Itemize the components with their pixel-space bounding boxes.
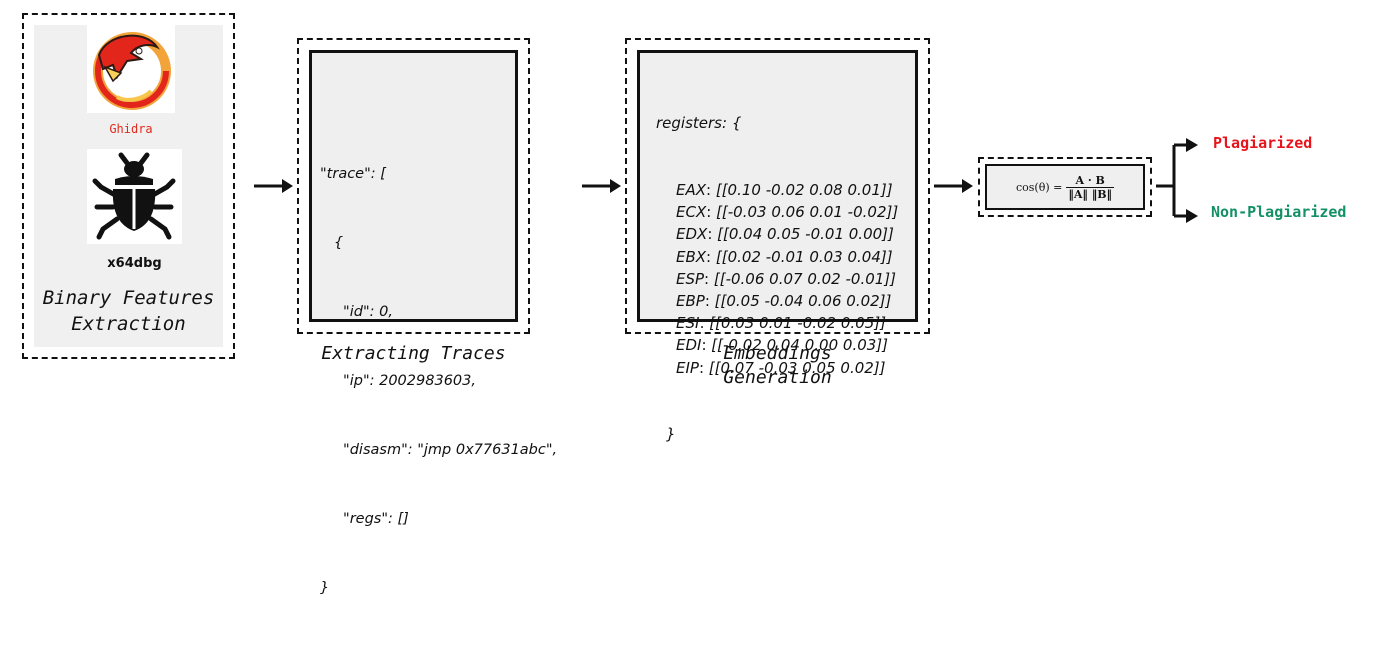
arrow-icon <box>254 179 293 193</box>
x64dbg-logo <box>87 149 182 244</box>
arrow-icon <box>582 179 621 193</box>
formula-numerator: A · B <box>1075 173 1105 187</box>
code-line: { <box>320 235 344 251</box>
cosine-formula-box: cos(θ) = A · B ‖A‖ ‖B‖ <box>985 164 1145 210</box>
x64dbg-label: x64dbg <box>107 256 162 271</box>
register-name: EBX <box>676 247 707 266</box>
caption-line-1: Binary Features <box>42 287 215 309</box>
code-line: "id": 0, <box>320 304 393 320</box>
cosine-formula: cos(θ) = A · B ‖A‖ ‖B‖ <box>987 166 1143 208</box>
registers-footer: } <box>666 425 676 444</box>
register-name: EBP <box>676 292 705 311</box>
code-line: "ip": 2002983603, <box>320 373 476 389</box>
embeddings-caption: Embeddings Generation <box>625 342 930 390</box>
register-name: EDX <box>676 225 708 244</box>
trace-code: "trace": [ { "id": 0, "ip": 2002983603, … <box>320 117 557 646</box>
caption-line-2: Generation <box>723 367 832 388</box>
code-line: "trace": [ <box>320 166 386 182</box>
register-name: ECX <box>676 203 707 222</box>
binary-features-panel: Ghidra x64dbg Binary Features Extraction <box>22 13 235 359</box>
traces-panel: "trace": [ { "id": 0, "ip": 2002983603, … <box>297 38 557 596</box>
register-name: ESP <box>676 269 705 288</box>
binary-features-caption: Binary Features Extraction <box>24 285 233 337</box>
fraction-bar <box>1066 186 1115 188</box>
register-row: EIP: [[0.07 -0.03 0.05 0.02]] <box>656 357 898 379</box>
plagiarized-label: Plagiarized <box>1213 134 1313 152</box>
register-separator: : <box>704 292 715 311</box>
register-name: EDI <box>676 336 702 355</box>
register-separator: : <box>701 336 712 355</box>
arrow-icon <box>934 179 973 193</box>
caption-line-2: Extraction <box>71 313 186 335</box>
register-value: [[0.03 0.01 -0.02 0.05]] <box>709 314 886 333</box>
cosine-similarity-panel: cos(θ) = A · B ‖A‖ ‖B‖ <box>978 157 1152 217</box>
register-name: ESI <box>676 314 700 333</box>
register-row: EDX: [[0.04 0.05 -0.01 0.00]] <box>656 223 898 245</box>
register-list: EAX: [[0.10 -0.02 0.08 0.01]]ECX: [[-0.0… <box>656 179 898 379</box>
register-name: EIP <box>676 358 699 377</box>
register-value: [[-0.03 0.06 0.01 -0.02]] <box>716 203 899 222</box>
register-separator: : <box>704 269 714 288</box>
register-value: [[0.05 -0.04 0.06 0.02]] <box>714 292 892 311</box>
register-row: EAX: [[0.10 -0.02 0.08 0.01]] <box>656 179 898 201</box>
register-row: ESI: [[0.03 0.01 -0.02 0.05]] <box>656 312 898 334</box>
code-line: "regs": [] <box>320 511 409 527</box>
trace-code-box: "trace": [ { "id": 0, "ip": 2002983603, … <box>309 50 557 596</box>
register-value: [[0.10 -0.02 0.08 0.01]] <box>715 181 893 200</box>
register-value: [[-0.02 0.04 0.00 0.03]] <box>711 336 888 355</box>
register-separator: : <box>699 314 710 333</box>
register-row: ECX: [[-0.03 0.06 0.01 -0.02]] <box>656 201 898 223</box>
register-value: [[0.04 0.05 -0.01 0.00]] <box>717 225 894 244</box>
bug-icon <box>92 152 176 240</box>
embeddings-code: registers: { EAX: [[0.10 -0.02 0.08 0.01… <box>656 68 898 490</box>
ghidra-label: Ghidra <box>109 122 153 136</box>
code-line: } <box>320 580 330 596</box>
register-row: EBP: [[0.05 -0.04 0.06 0.02]] <box>656 290 898 312</box>
embeddings-box: registers: { EAX: [[0.10 -0.02 0.08 0.01… <box>637 50 918 443</box>
formula-fraction: A · B ‖A‖ ‖B‖ <box>1066 173 1115 201</box>
register-row: ESP: [[-0.06 0.07 0.02 -0.01]] <box>656 268 898 290</box>
register-separator: : <box>706 203 717 222</box>
register-value: [[0.02 -0.01 0.03 0.04]] <box>715 247 893 266</box>
register-separator: : <box>707 225 718 244</box>
formula-lhs: cos(θ) = <box>1015 180 1063 194</box>
register-value: [[-0.06 0.07 0.02 -0.01]] <box>713 269 897 288</box>
non-plagiarized-label: Non-Plagiarized <box>1211 203 1347 221</box>
traces-caption: Extracting Traces <box>321 343 506 364</box>
code-line: "disasm": "jmp 0x77631abc", <box>320 442 558 458</box>
register-row: EBX: [[0.02 -0.01 0.03 0.04]] <box>656 246 898 268</box>
ghidra-logo <box>87 25 175 113</box>
embeddings-panel: registers: { EAX: [[0.10 -0.02 0.08 0.01… <box>625 38 930 443</box>
registers-header: registers: { <box>656 114 742 133</box>
caption-line-1: Embeddings <box>723 343 832 364</box>
register-value: [[0.07 -0.03 0.05 0.02]] <box>708 358 886 377</box>
register-separator: : <box>706 181 716 200</box>
register-separator: : <box>706 247 716 266</box>
dragon-icon <box>93 32 171 110</box>
formula-denominator: ‖A‖ ‖B‖ <box>1068 187 1113 201</box>
register-name: EAX <box>676 181 707 200</box>
register-row: EDI: [[-0.02 0.04 0.00 0.03]] <box>656 334 898 356</box>
register-separator: : <box>698 358 709 377</box>
branch-arrows <box>1156 138 1198 223</box>
